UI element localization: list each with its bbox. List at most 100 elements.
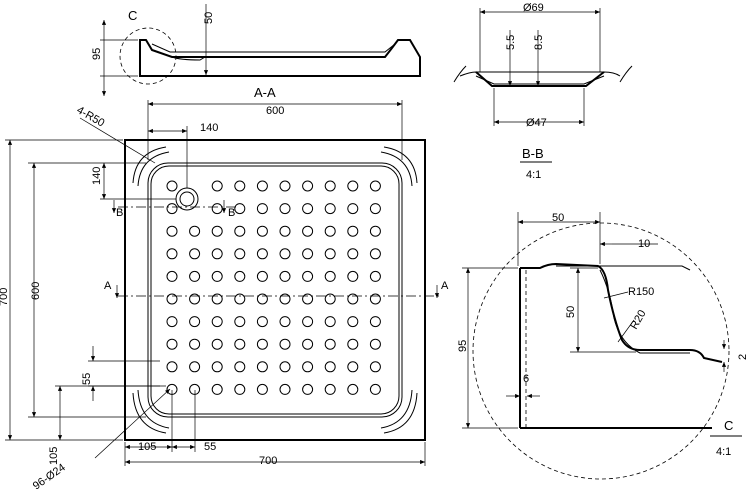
drain-section: Ø69 5.5 8.5 Ø47 B-B 4:1 <box>453 2 633 181</box>
depth-a-label: 5.5 <box>505 35 517 50</box>
anti-slip-hole <box>279 383 291 395</box>
anti-slip-hole <box>166 203 178 215</box>
side-view-inner-line <box>151 43 396 53</box>
anti-slip-hole <box>166 316 178 328</box>
detail-height-label: 95 <box>457 340 469 352</box>
side-view-drain <box>171 56 206 61</box>
anti-slip-hole <box>256 361 268 373</box>
section-b-left-label: B <box>116 207 123 219</box>
anti-slip-hole <box>256 383 268 395</box>
anti-slip-hole <box>302 248 314 260</box>
anti-slip-hole <box>324 203 336 215</box>
anti-slip-hole <box>189 270 201 282</box>
anti-slip-hole <box>347 338 359 350</box>
side-depth-label: 50 <box>203 12 215 24</box>
detail-lip-label: 10 <box>638 238 650 250</box>
anti-slip-hole <box>256 270 268 282</box>
corner-arc <box>132 392 167 434</box>
section-b-b-scale: 4:1 <box>526 169 541 181</box>
side-view: C 95 50 <box>91 4 421 96</box>
side-view-outline <box>139 39 421 77</box>
anti-slip-hole <box>234 248 246 260</box>
anti-slip-hole <box>369 361 381 373</box>
anti-slip-hole <box>369 383 381 395</box>
section-a-left-label: A <box>104 280 112 292</box>
anti-slip-hole <box>211 293 223 305</box>
anti-slip-hole <box>279 361 291 373</box>
anti-slip-hole <box>369 270 381 282</box>
anti-slip-hole <box>302 203 314 215</box>
detail-c-title: C <box>724 418 733 433</box>
corner-arc <box>137 389 170 429</box>
section-a-right-label: A <box>441 280 449 292</box>
anti-slip-hole <box>166 361 178 373</box>
inner-width-label: 600 <box>266 105 284 117</box>
anti-slip-hole <box>324 225 336 237</box>
drain-x-label: 140 <box>200 122 218 134</box>
detail-wall-label: 6 <box>523 373 529 385</box>
anti-slip-hole <box>211 316 223 328</box>
detail-c-callout-circle <box>119 27 177 85</box>
anti-slip-hole <box>234 338 246 350</box>
anti-slip-hole <box>234 383 246 395</box>
anti-slip-hole <box>234 270 246 282</box>
corner-arc <box>380 389 413 429</box>
anti-slip-hole <box>369 225 381 237</box>
anti-slip-hole <box>369 203 381 215</box>
corner-arc <box>383 392 418 434</box>
corner-arc <box>380 151 413 187</box>
anti-slip-hole <box>166 270 178 282</box>
anti-slip-hole <box>166 248 178 260</box>
anti-slip-hole <box>189 225 201 237</box>
holes-leader <box>94 388 171 459</box>
outer-height-label: 700 <box>0 288 10 306</box>
anti-slip-hole <box>369 338 381 350</box>
tray-floor-edge <box>150 165 400 415</box>
bottom-offset-label: 105 <box>48 447 60 465</box>
anti-slip-hole <box>279 293 291 305</box>
anti-slip-hole <box>347 248 359 260</box>
break-line <box>619 65 633 83</box>
anti-slip-hole <box>347 293 359 305</box>
anti-slip-hole <box>211 361 223 373</box>
anti-slip-hole <box>166 225 178 237</box>
anti-slip-hole <box>324 248 336 260</box>
anti-slip-hole <box>211 270 223 282</box>
anti-slip-hole <box>369 293 381 305</box>
anti-slip-hole <box>347 383 359 395</box>
anti-slip-hole <box>369 316 381 328</box>
anti-slip-hole <box>302 270 314 282</box>
radius-large-label: R150 <box>628 286 654 298</box>
anti-slip-hole <box>302 180 314 192</box>
depth-b-label: 8.5 <box>533 35 545 50</box>
bottom-diameter-label: Ø47 <box>526 117 547 129</box>
anti-slip-hole <box>279 270 291 282</box>
anti-slip-hole <box>369 248 381 260</box>
anti-slip-hole <box>166 293 178 305</box>
drain-section-inner <box>475 75 605 85</box>
section-b-b-title: B-B <box>522 146 544 161</box>
anti-slip-hole <box>256 338 268 350</box>
anti-slip-hole <box>347 316 359 328</box>
anti-slip-hole <box>347 225 359 237</box>
anti-slip-hole <box>347 180 359 192</box>
detail-c-inner <box>599 269 690 354</box>
top-diameter-label: Ø69 <box>523 2 544 14</box>
anti-slip-hole <box>189 383 201 395</box>
anti-slip-hole <box>256 248 268 260</box>
anti-slip-hole <box>189 248 201 260</box>
detail-c-scale: 4:1 <box>716 446 731 458</box>
corner-arc <box>132 146 167 184</box>
leader-line <box>603 291 629 299</box>
anti-slip-hole <box>189 338 201 350</box>
corner-radius-label: 4-R50 <box>75 104 107 129</box>
detail-c-circle <box>472 222 730 480</box>
anti-slip-hole <box>347 270 359 282</box>
anti-slip-hole <box>279 225 291 237</box>
anti-slip-hole <box>234 203 246 215</box>
anti-slip-hole <box>234 225 246 237</box>
anti-slip-hole <box>324 338 336 350</box>
detail-depth-label: 50 <box>565 306 577 318</box>
anti-slip-hole <box>279 338 291 350</box>
